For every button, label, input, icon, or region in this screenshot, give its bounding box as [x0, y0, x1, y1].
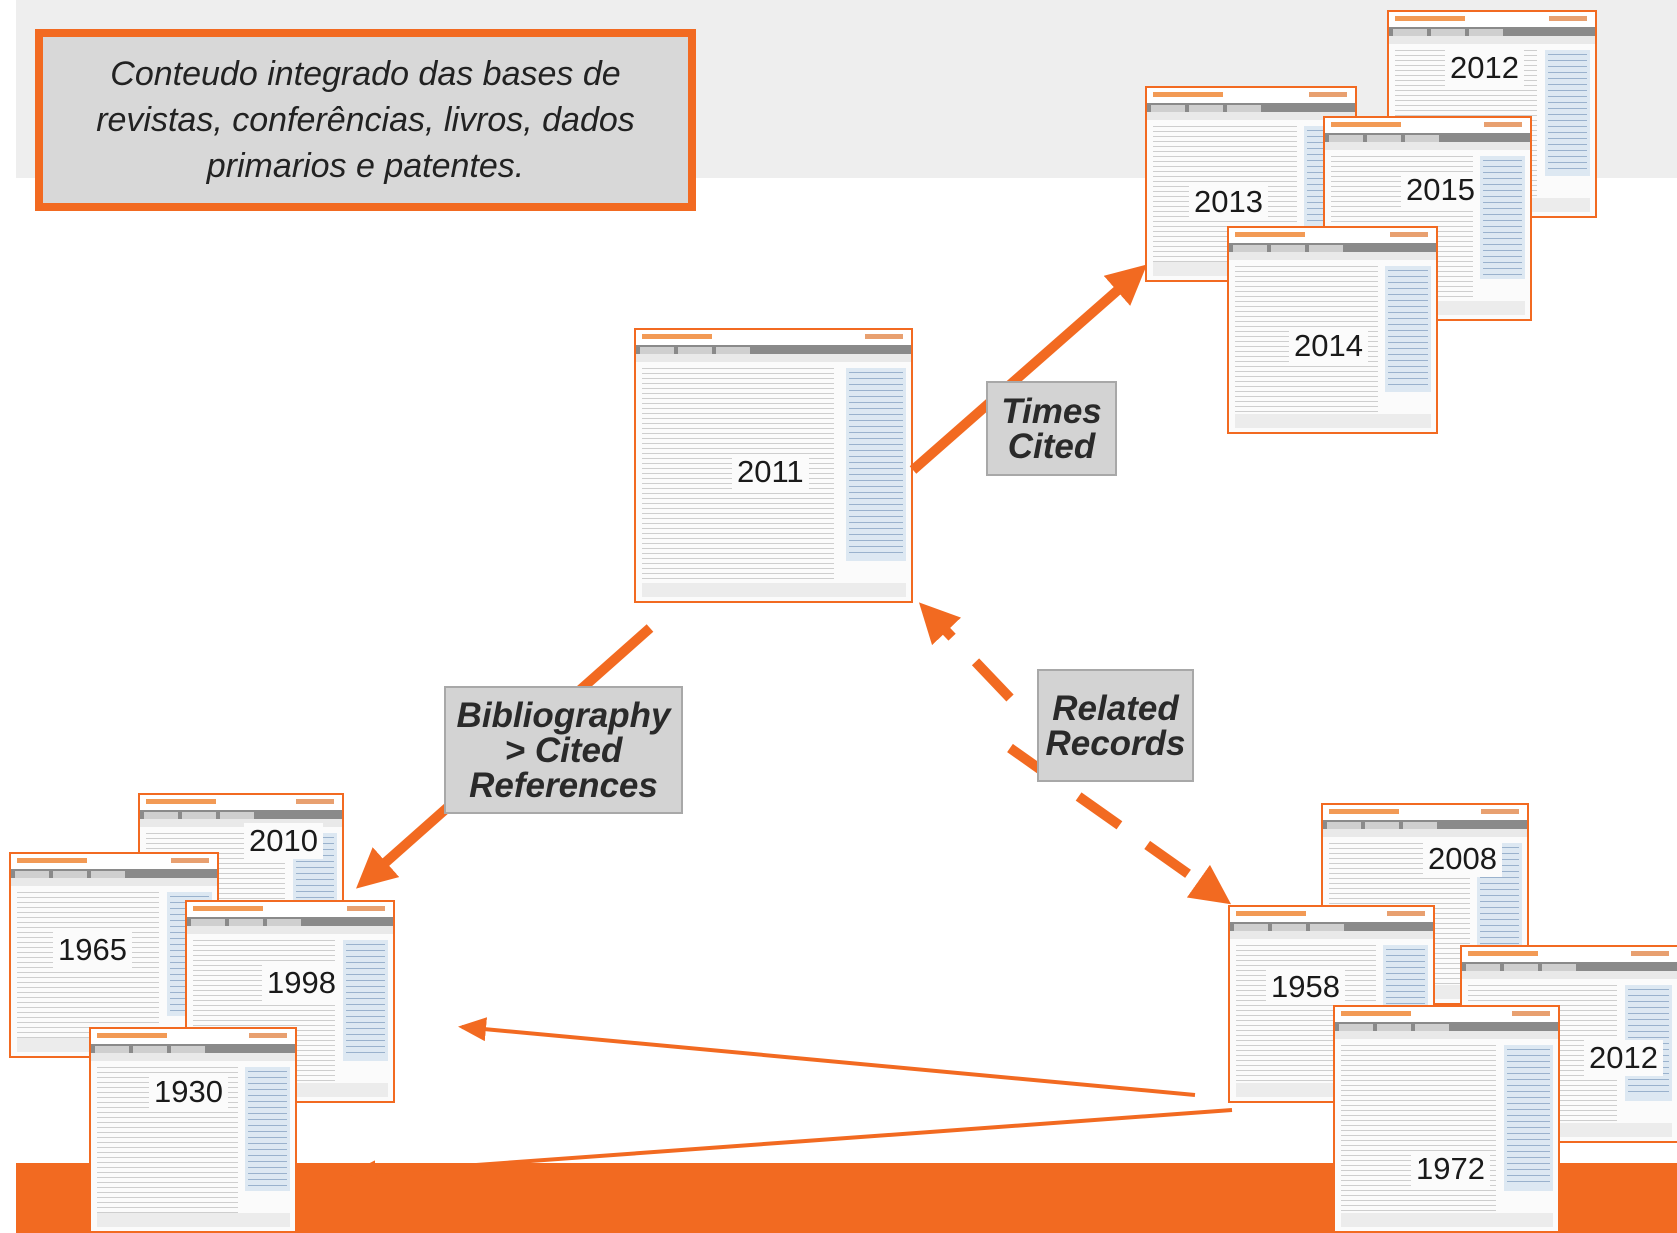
record-year: 1965 — [53, 932, 132, 968]
record-year: 2010 — [244, 823, 323, 859]
reference-link-arrow — [348, 1108, 1233, 1185]
record-year: 1998 — [262, 965, 341, 1001]
center-record-year: 2011 — [732, 454, 809, 490]
record-year: 1930 — [149, 1074, 228, 1110]
record-thumbnail: 2014 — [1227, 226, 1438, 434]
callout-text: Conteudo integrado das bases de revistas… — [96, 55, 635, 185]
content-callout: Conteudo integrado das bases de revistas… — [35, 29, 696, 211]
related-records-arrow-back — [918, 602, 1014, 702]
record-year: 2013 — [1189, 184, 1268, 220]
times-cited-arrow — [909, 264, 1148, 474]
record-year: 1958 — [1266, 969, 1345, 1005]
related-records-label: Related Records — [1037, 669, 1194, 782]
bibliography-cited-references-label: Bibliography > Cited References — [444, 686, 683, 814]
record-year: 2012 — [1584, 1040, 1663, 1076]
record-thumbnail: 1972 — [1333, 1005, 1560, 1233]
record-thumbnail: 1930 — [89, 1027, 297, 1233]
record-year: 2008 — [1423, 841, 1502, 877]
times-cited-label: Times Cited — [986, 381, 1117, 476]
center-record-thumbnail: 2011 — [634, 328, 913, 603]
reference-link-arrow — [458, 1017, 1196, 1097]
record-year: 2012 — [1445, 50, 1524, 86]
record-year: 2015 — [1401, 172, 1480, 208]
record-year: 2014 — [1289, 328, 1368, 364]
record-year: 1972 — [1411, 1151, 1490, 1187]
